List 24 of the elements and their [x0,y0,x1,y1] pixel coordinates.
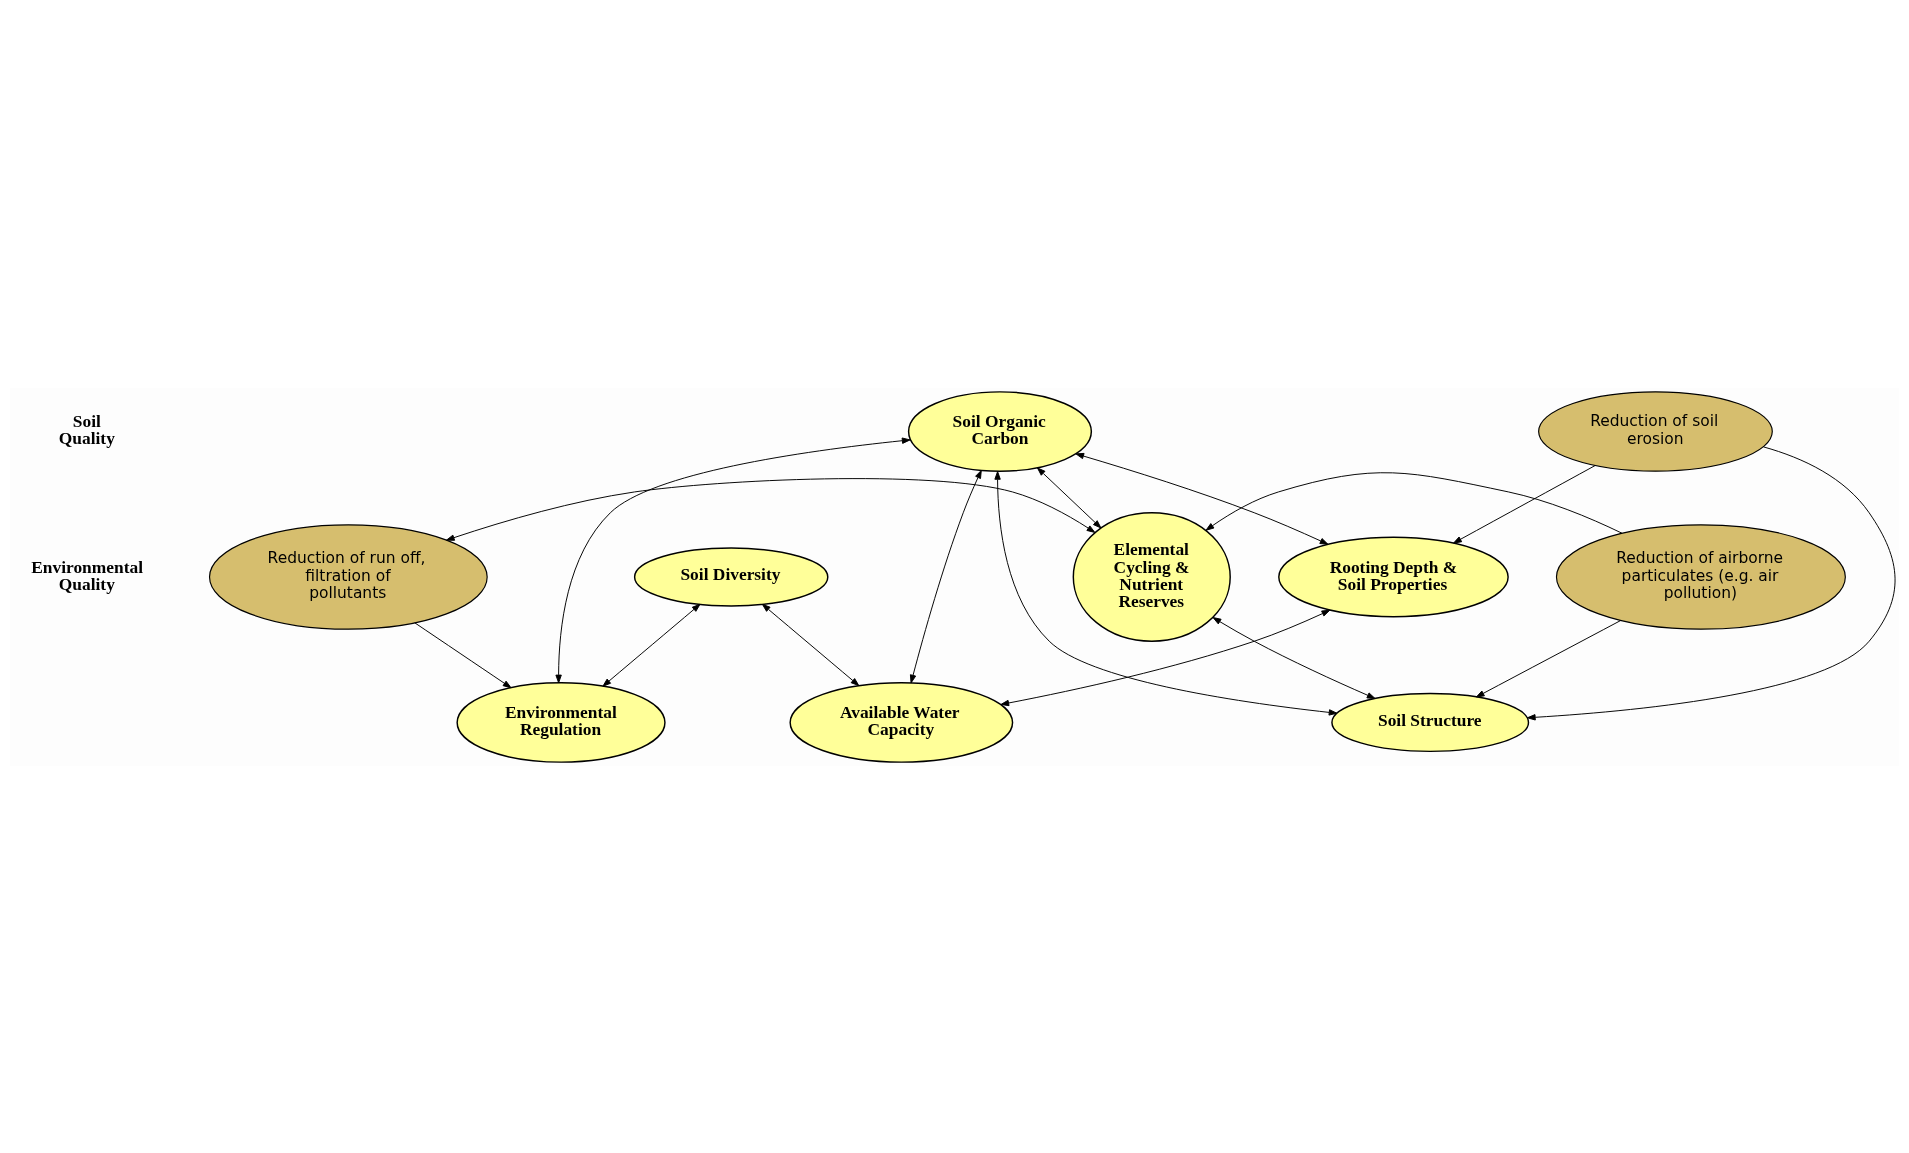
arrow [1453,464,1596,544]
arrow [761,603,860,686]
node-ellipse: Soil Diversity [633,546,829,607]
arrow [1212,616,1376,699]
node-ellipse: Reduction of airborne particulates (e.g. air pollution) [1555,523,1846,630]
arrow [994,470,1338,716]
node-ellipse: Elemental Cycling & Nutrient Reserves [1072,511,1231,642]
arrow [1526,445,1896,720]
label: Soil Quality [58,410,115,448]
arrow [602,603,701,687]
arrow [414,621,512,688]
node-ellipse: Soil Organic Carbon [907,390,1093,472]
arrow [1205,471,1623,534]
node-ellipse: Available Water Capacity [789,681,1014,763]
arrow [445,477,1096,541]
node-ellipse: Reduction of soil erosion [1538,390,1773,472]
arrow [1475,619,1622,698]
arrow [909,469,982,683]
arrow [555,437,911,683]
arrow [1037,466,1102,528]
arrow [1000,609,1331,706]
node-ellipse: Reduction of run off, filtration of pollutants [208,523,488,630]
arrow [1075,452,1329,545]
label: Environmental Quality [31,556,143,594]
